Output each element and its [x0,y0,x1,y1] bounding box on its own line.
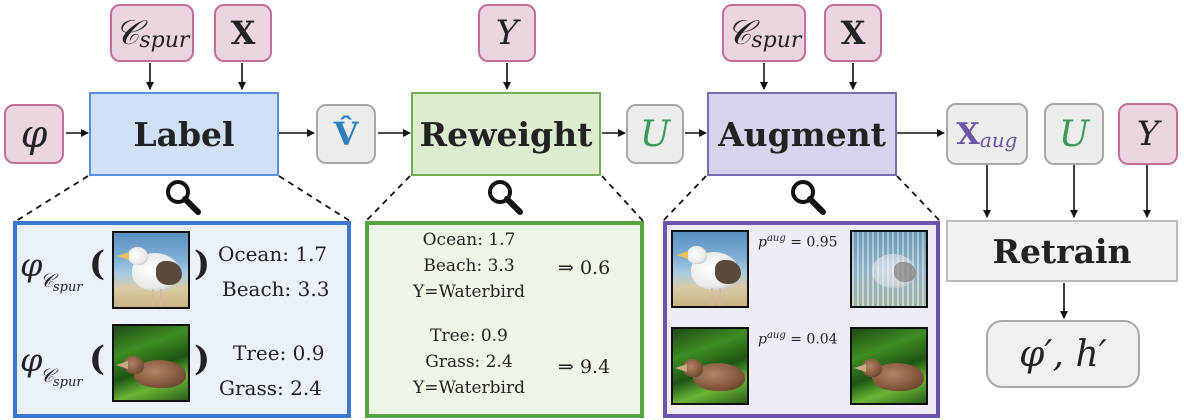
label-stage-title: Label [133,114,235,154]
phi-function: φ [20,341,43,379]
reweight-vector-2: Tree: 0.9 Grass: 2.4 Y=Waterbird [397,323,541,401]
u-input-retrain: U [1044,103,1104,165]
label-stage: Label [89,92,279,176]
aug-superscript: aug [766,233,786,244]
x-input-1: X [214,4,272,62]
vector-line: Y=Waterbird [413,282,525,302]
x-input-2: X [824,4,882,62]
waterbird-land-image [112,324,190,402]
attr-name: Ocean: [218,242,289,266]
attr-name: Beach: [222,277,292,301]
augment-stage-title: Augment [718,114,886,154]
y-input-retrain: Y [1118,103,1178,165]
reweight-stage-title: Reweight [419,114,593,154]
close-paren: ) [194,339,211,379]
ocean-label: Ocean: 1.7 [218,242,327,266]
p-aug-label-1: paug = 0.95 [758,233,838,251]
attr-value: 0.9 [292,341,325,365]
vector-line: Beach: 3.3 [423,256,515,276]
x-aug-subscript: aug [979,128,1018,152]
weight-value: 0.6 [579,257,611,279]
beach-label: Beach: 3.3 [222,277,329,301]
vector-line: Y=Waterbird [413,378,525,398]
x-aug-symbol: X [956,116,980,152]
aug-superscript: aug [766,330,786,341]
weight-value: 9.4 [579,356,611,378]
attr-name: Tree: [233,341,287,365]
attr-value: 3.3 [297,277,330,301]
attr-value: 2.4 [290,376,322,400]
waterbird-ocean-image [671,230,749,308]
p-symbol: p [758,234,767,251]
augmented-waterbird-image [850,230,928,308]
open-paren: ( [89,339,106,379]
x-symbol: X [230,14,256,52]
p-value: = 0.95 [790,234,838,251]
u-output: U [626,104,684,164]
y-input-1: Y [478,4,536,62]
waterbird-land-image [671,327,749,405]
c-spur-subscript: spur [751,27,802,53]
implies-icon: ⇒ [558,356,574,378]
p-symbol: p [758,331,767,348]
vector-line: Tree: 0.9 [430,326,508,346]
attr-name: Grass: [219,376,284,400]
augment-stage: Augment [707,92,897,176]
phi-h-prime-symbol: φ′, h′ [1019,333,1107,375]
reweight-vector-1: Ocean: 1.7 Beach: 3.3 Y=Waterbird [397,227,541,305]
spur-subscript: spur [53,280,83,295]
open-paren: ( [89,244,106,284]
retrain-stage: Retrain [946,220,1178,282]
waterbird-ocean-image [112,231,190,309]
y-symbol: Y [1136,114,1160,154]
c-spur-subscript: spur [139,27,190,53]
vector-line: Ocean: 1.7 [422,230,516,250]
magnifier-icon [791,180,826,215]
unaugmented-waterbird-image [850,327,928,405]
c-spur-subscript: 𝒞 [40,270,54,292]
final-output: φ′, h′ [986,320,1140,388]
weight-result-1: ⇒ 0.6 [558,257,610,279]
p-aug-label-2: paug = 0.04 [758,330,838,348]
u-symbol: U [1058,113,1090,155]
magnifier-icon [166,180,201,215]
v-hat-output: V̂ [316,104,376,164]
u-symbol: U [639,113,671,155]
magnifier-icon [488,180,523,215]
implies-icon: ⇒ [558,257,574,279]
attr-value: 1.7 [295,242,328,266]
p-value: = 0.04 [790,331,838,348]
reweight-detail-panel [365,221,644,418]
phi-symbol: φ [20,112,48,156]
v-hat-symbol: V̂ [333,115,359,153]
tree-label: Tree: 0.9 [233,341,324,365]
c-spur-symbol: 𝒞 [726,13,752,53]
weight-result-2: ⇒ 9.4 [558,356,610,378]
c-spur-symbol: 𝒞 [114,13,140,53]
retrain-stage-title: Retrain [992,231,1132,271]
grass-label: Grass: 2.4 [219,376,322,400]
close-paren: ) [194,244,211,284]
x-symbol: X [840,14,866,52]
phi-input: φ [4,104,64,164]
reweight-stage: Reweight [411,92,601,176]
y-symbol: Y [495,13,519,53]
phi-function: φ [20,246,43,284]
vector-line: Grass: 2.4 [425,352,513,372]
c-spur-subscript: 𝒞 [40,365,54,387]
spur-subscript: spur [53,375,83,390]
